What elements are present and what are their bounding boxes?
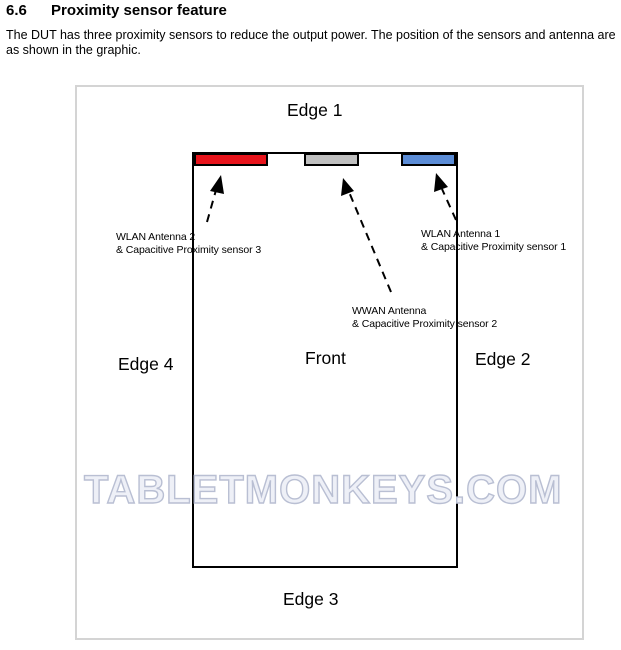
section-title: Proximity sensor feature <box>51 2 227 19</box>
arrow-wwan <box>341 178 392 293</box>
wlan-antenna-1-caption: WLAN Antenna 1 & Capacitive Proximity se… <box>421 228 566 254</box>
intro-paragraph: The DUT has three proximity sensors to r… <box>6 28 616 57</box>
wlan-antenna-1-name: WLAN Antenna 1 <box>421 228 501 240</box>
edge-1-label: Edge 1 <box>287 100 343 120</box>
arrow-wlan-1 <box>434 173 457 221</box>
wlan-antenna-2-name: WLAN Antenna 2 <box>116 231 196 243</box>
front-label: Front <box>305 348 346 368</box>
wlan-antenna-2-caption: WLAN Antenna 2 & Capacitive Proximity se… <box>116 231 261 257</box>
section-heading: 6.6 Proximity sensor feature <box>6 2 227 19</box>
section-number: 6.6 <box>6 2 27 19</box>
wlan-antenna-2-sensor: & Capacitive Proximity sensor 3 <box>116 244 262 256</box>
arrow-wlan-2 <box>206 175 224 223</box>
edge-2-label: Edge 2 <box>475 349 531 369</box>
edge-4-label: Edge 4 <box>118 354 174 374</box>
wwan-antenna-name: WWAN Antenna <box>352 305 427 317</box>
wwan-antenna-caption: WWAN Antenna & Capacitive Proximity sens… <box>352 305 497 331</box>
watermark-text: TABLETMONKEYS.COM <box>83 467 563 512</box>
wwan-antenna-sensor: & Capacitive Proximity sensor 2 <box>352 318 498 330</box>
wlan-antenna-1-sensor: & Capacitive Proximity sensor 1 <box>421 241 567 253</box>
wwan-antenna-marker <box>304 153 359 166</box>
edge-3-label: Edge 3 <box>283 589 339 609</box>
wlan-antenna-1-marker <box>401 153 456 166</box>
wlan-antenna-2-marker <box>194 153 268 166</box>
figure-frame <box>75 85 584 640</box>
